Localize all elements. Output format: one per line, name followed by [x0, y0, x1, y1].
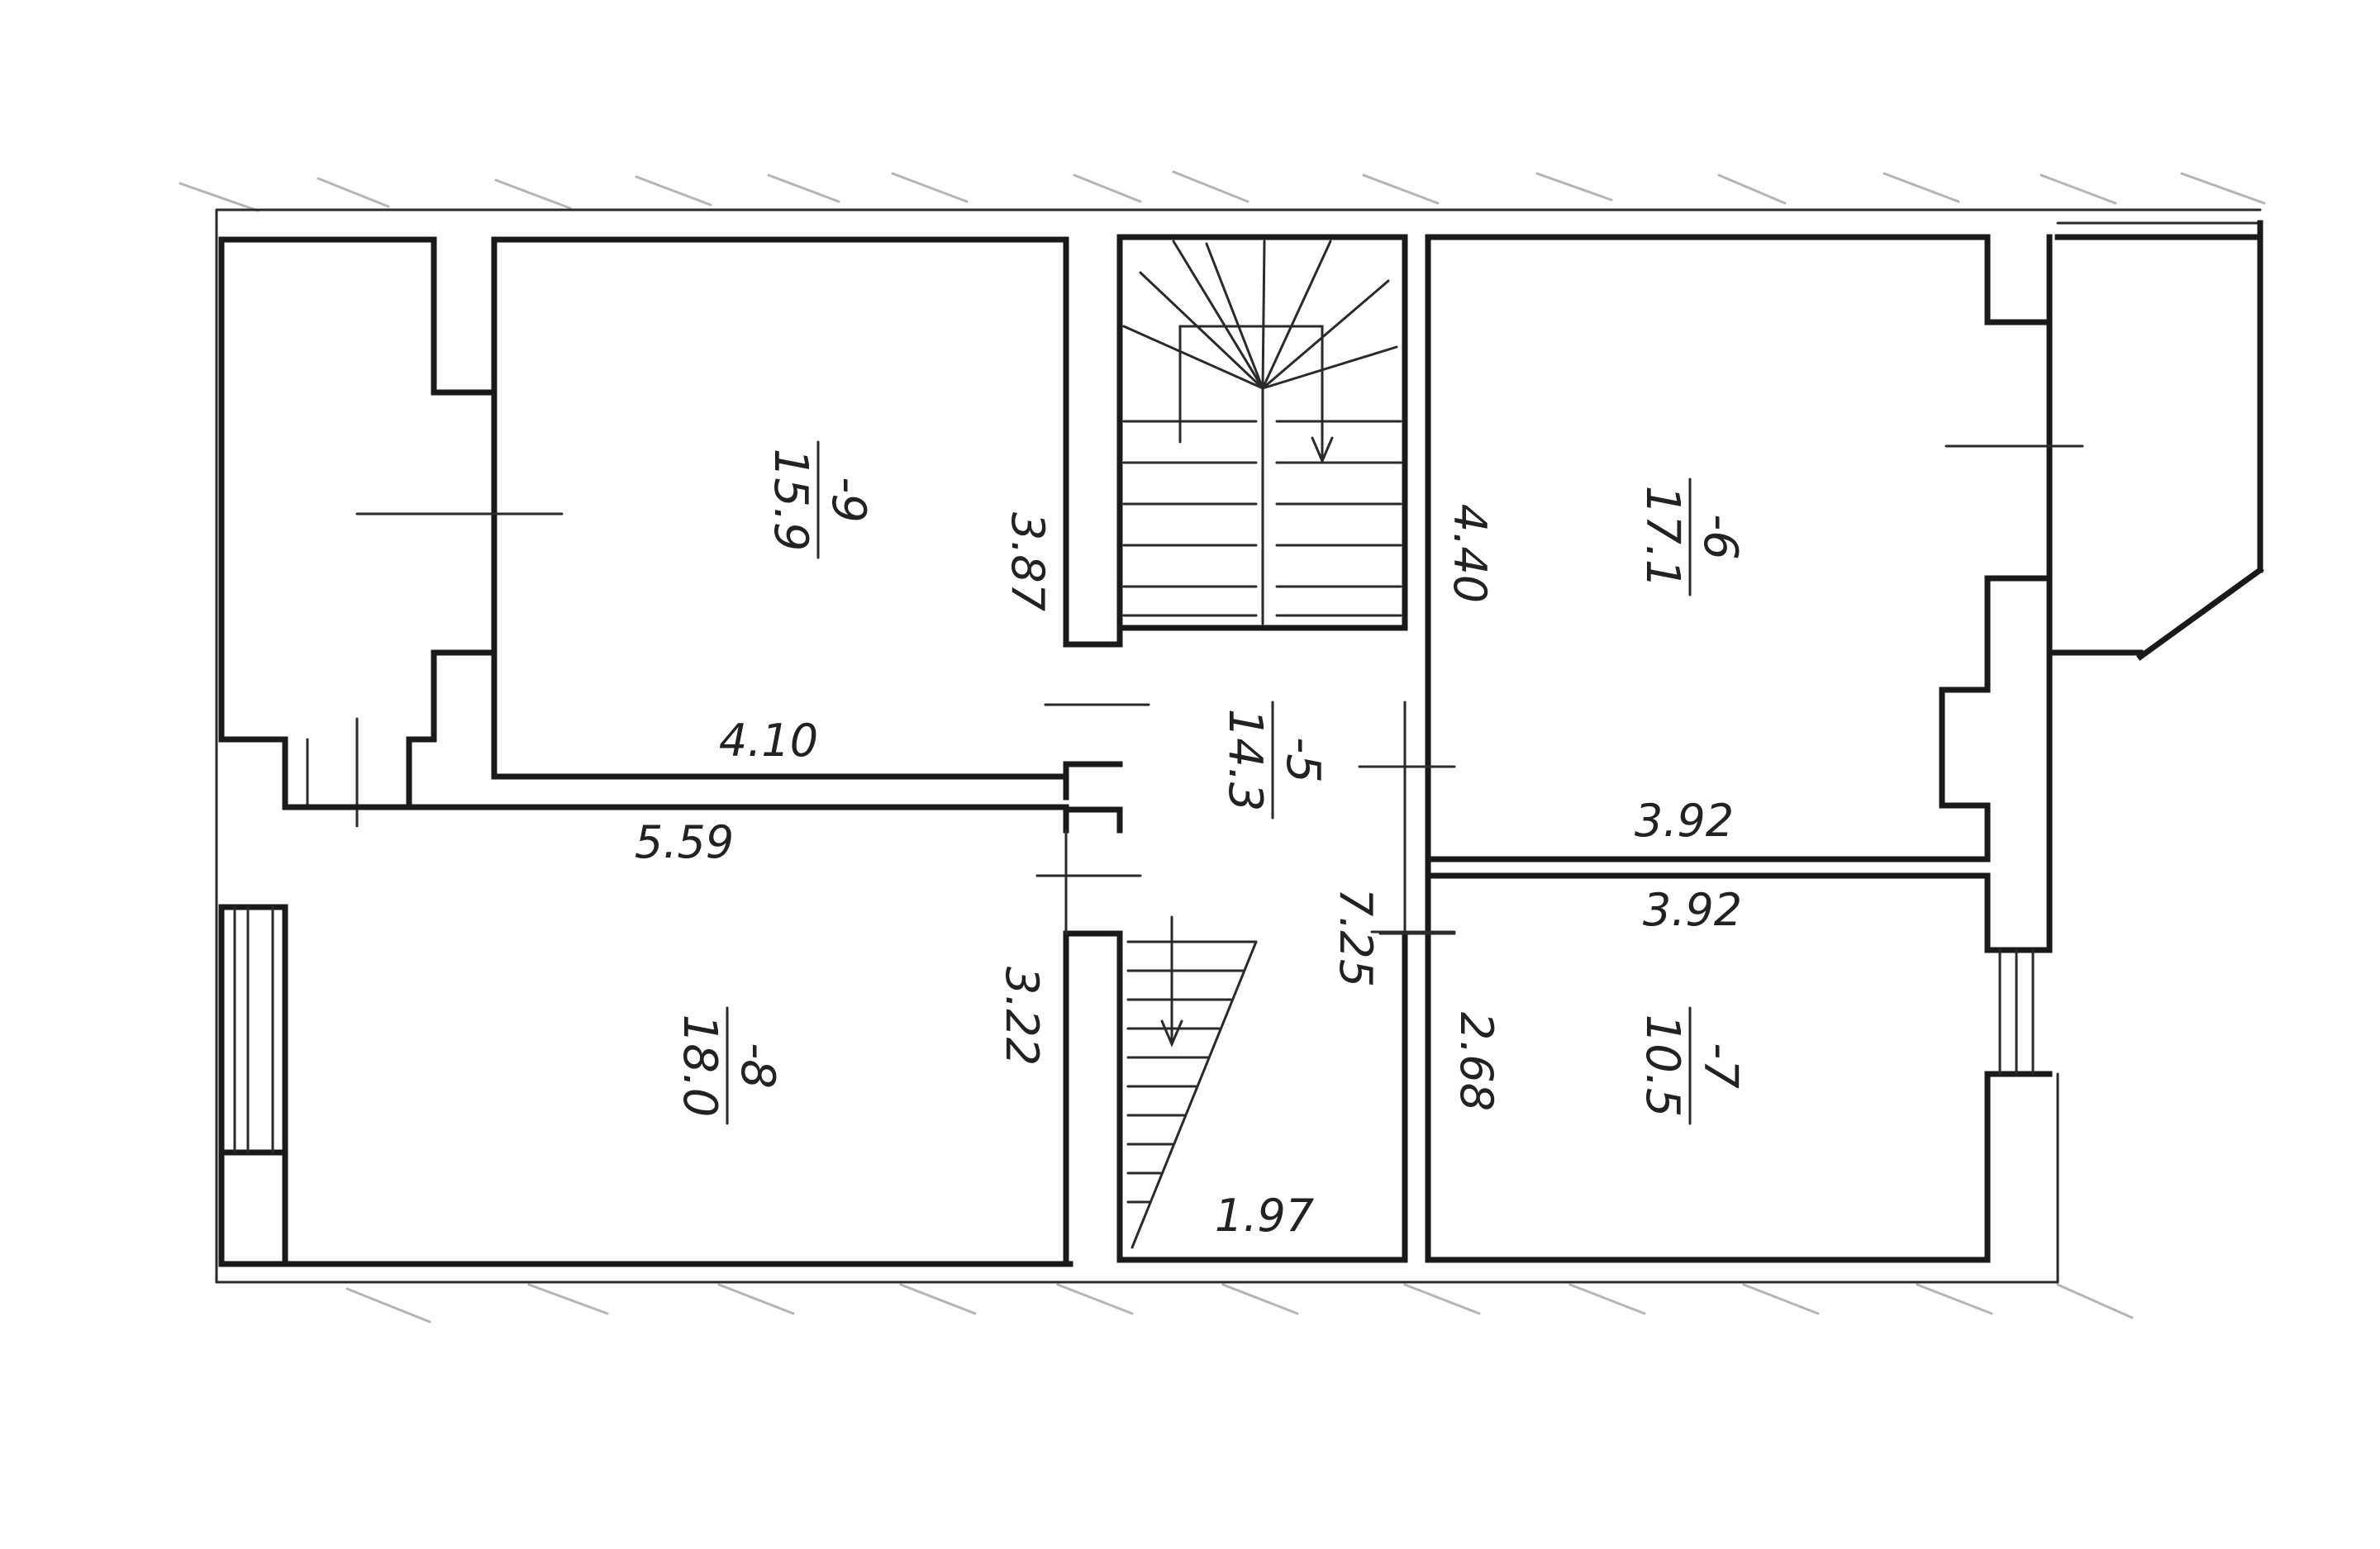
room-9-area: 15.9 — [764, 449, 817, 552]
dim-r8-height: 3.22 — [996, 967, 1048, 1066]
dim-r9-width: 4.10 — [719, 715, 818, 767]
dim-r8-width: 5.59 — [635, 816, 734, 868]
room-8-walls — [282, 804, 1142, 1267]
room-6-walls — [1425, 234, 2084, 953]
dim-r6-height: 4.40 — [1444, 504, 1496, 603]
room-label-7: -7 10.5 — [1635, 1006, 1747, 1125]
room-label-9: -9 15.9 — [764, 440, 875, 559]
upper-stair — [1122, 240, 1402, 625]
room-7-number: -7 — [1693, 1043, 1747, 1089]
dim-r6-width: 3.92 — [1635, 795, 1734, 847]
exterior-hatching-bottom — [345, 1283, 2134, 1323]
room-9-number: -9 — [821, 477, 875, 523]
room-5-number: -5 — [1276, 737, 1330, 783]
lower-stair — [1126, 915, 1258, 1249]
room-label-8: -8 18.0 — [673, 1006, 784, 1125]
exterior-hatching-top — [178, 170, 2266, 212]
dim-r9-height: 3.87 — [1002, 512, 1054, 611]
room-6-area: 17.1 — [1635, 486, 1689, 589]
dim-stair-width: 1.97 — [1215, 1190, 1314, 1242]
room-6-number: -6 — [1693, 514, 1747, 560]
room-8-area: 18.0 — [673, 1014, 726, 1118]
stair-walls — [1063, 234, 1456, 1263]
right-balcony — [2046, 220, 2264, 661]
room-7-walls — [1370, 872, 2053, 1263]
left-loggia — [306, 236, 564, 828]
dim-r7-width: 3.92 — [1643, 884, 1742, 936]
room-9-walls — [491, 236, 1150, 801]
dim-r7-height: 2.68 — [1450, 1012, 1502, 1111]
room-5-area: 14.3 — [1218, 709, 1272, 812]
room-8-number: -8 — [731, 1043, 784, 1089]
dim-corridor-length: 7.25 — [1330, 888, 1382, 987]
room-label-5: -5 14.3 — [1218, 701, 1330, 820]
facade-lines — [215, 208, 2262, 1284]
room-7-area: 10.5 — [1635, 1014, 1689, 1118]
room-label-6: -6 17.1 — [1635, 478, 1747, 596]
